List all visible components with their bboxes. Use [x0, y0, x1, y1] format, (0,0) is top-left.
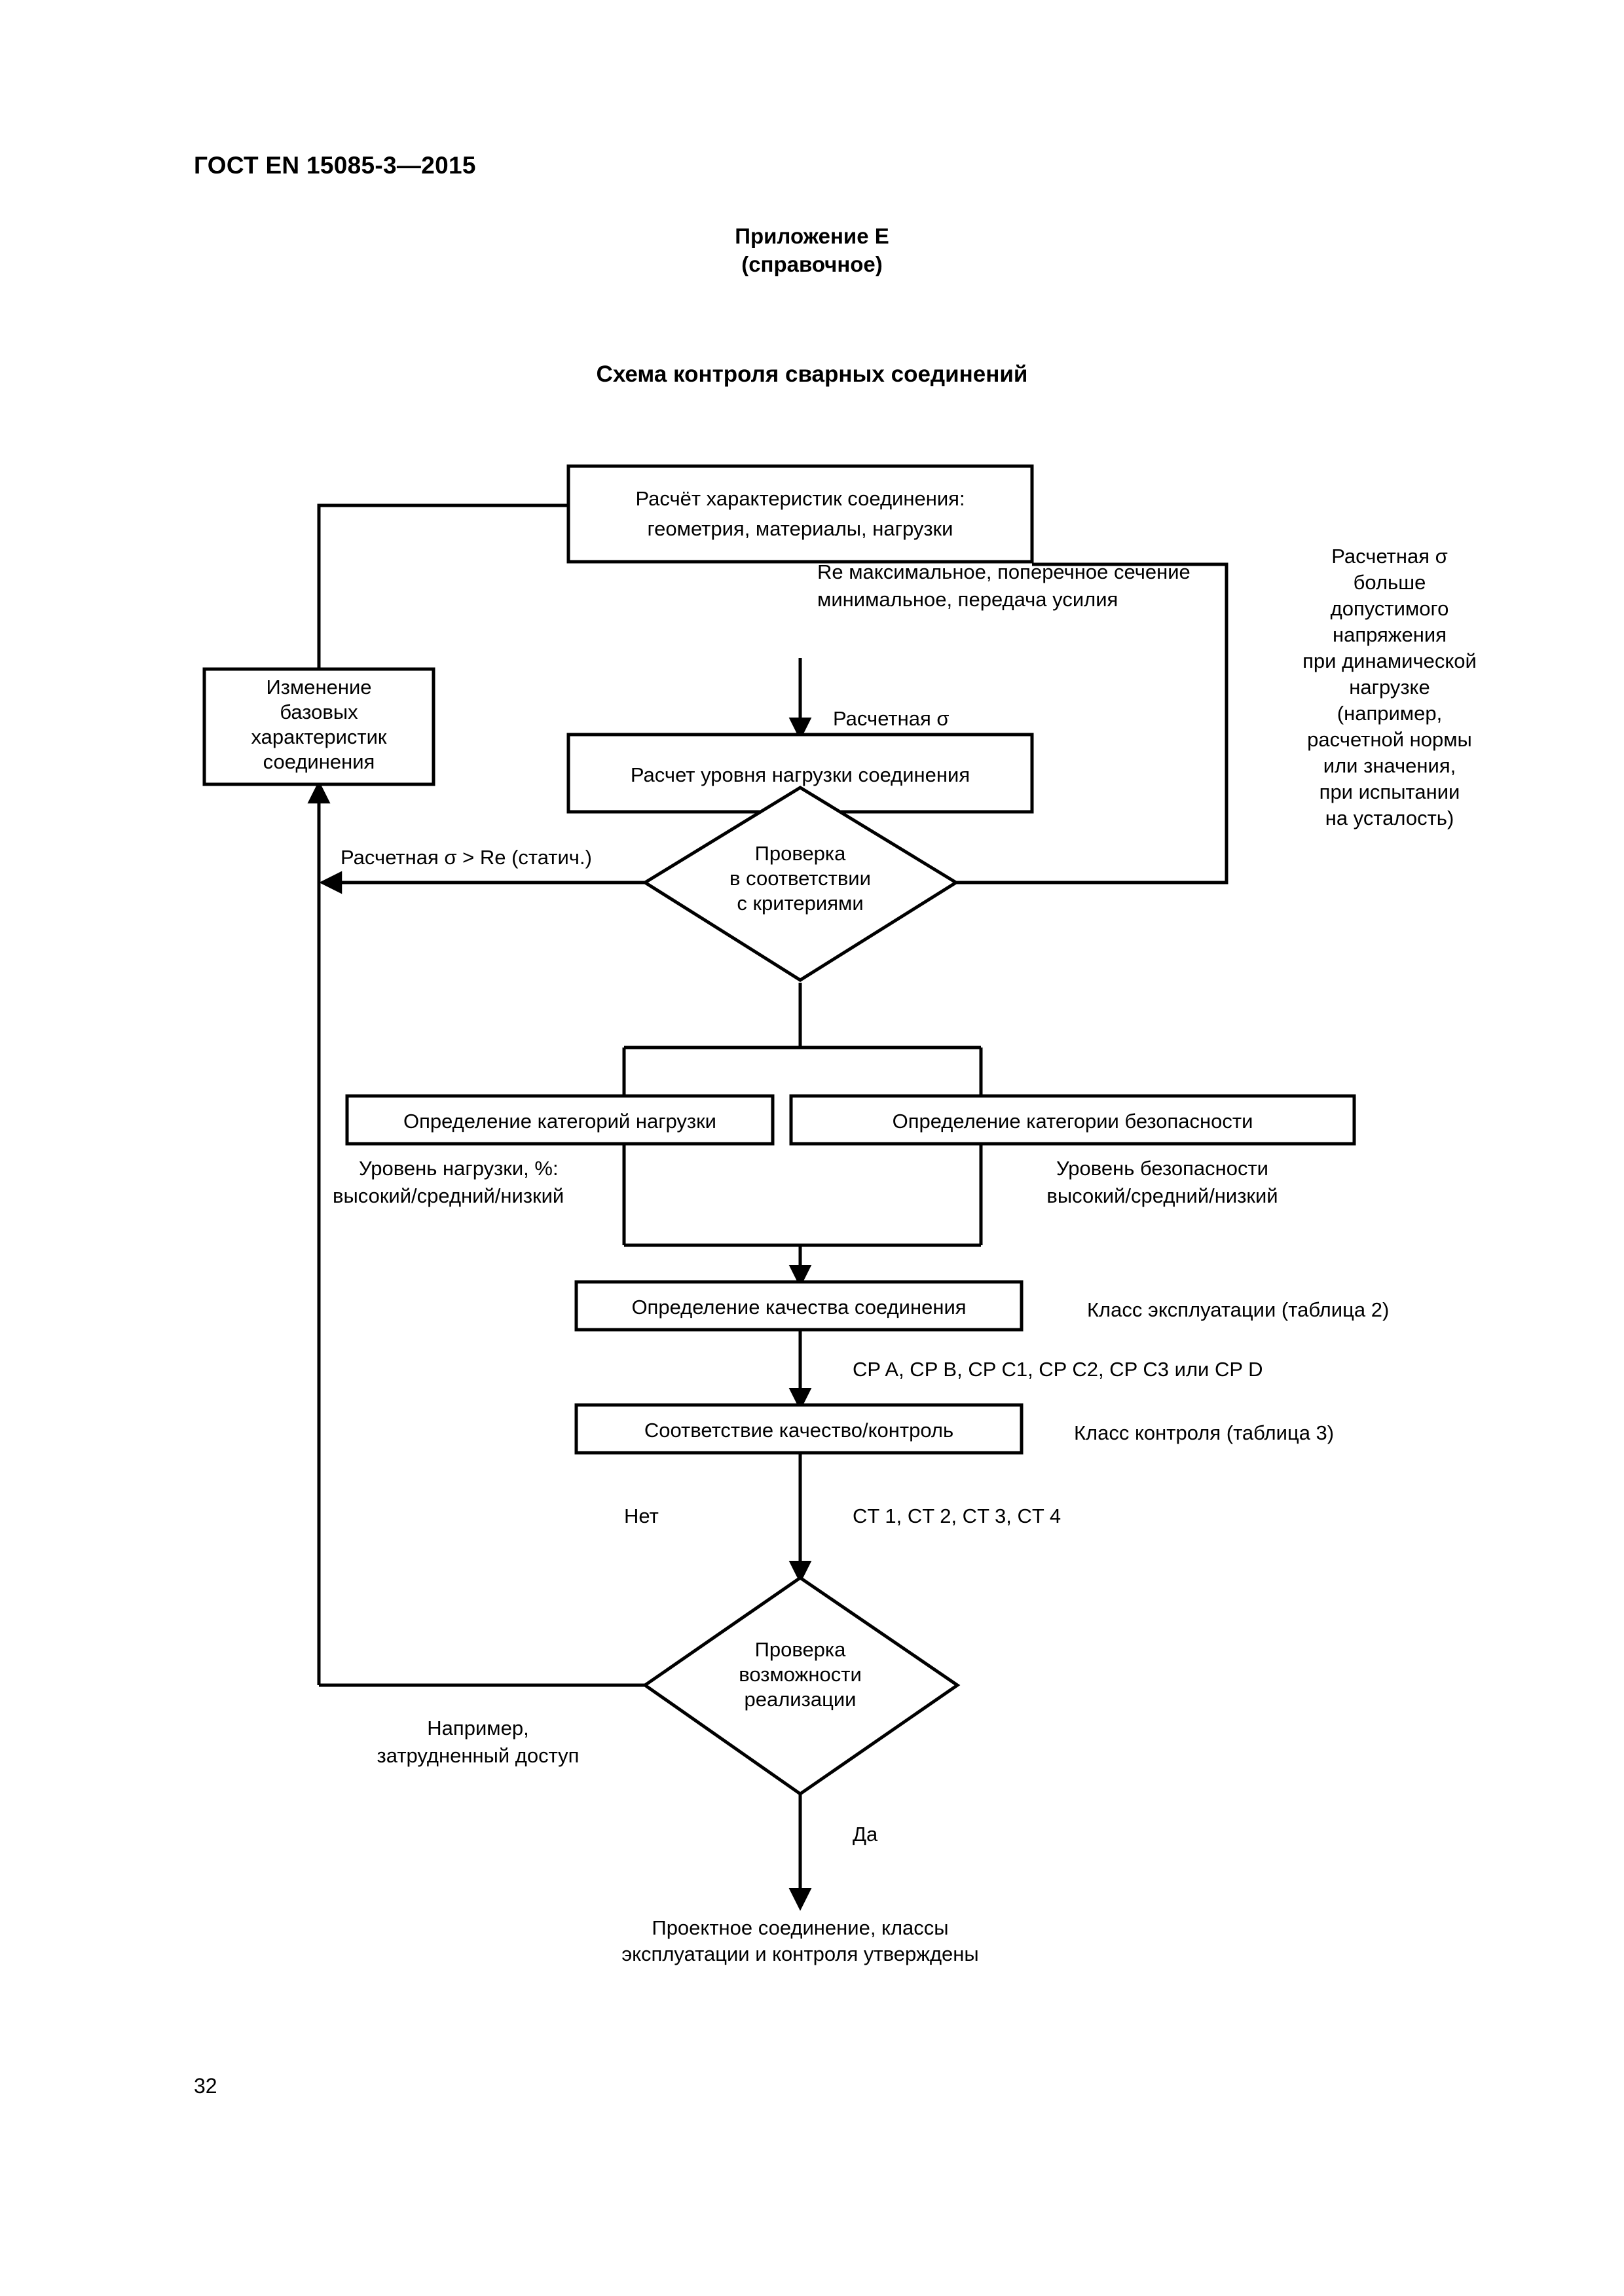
node-change-base-line1: Изменение [266, 676, 371, 699]
note-dynamic-line5: при динамической [1302, 649, 1477, 672]
node-result-line1: Проектное соединение, классы [652, 1916, 948, 1939]
document-header: ГОСТ EN 15085-3—2015 [194, 152, 476, 179]
note-dynamic-line11: на усталость) [1325, 807, 1454, 829]
node-check-criteria-line3: с критериями [737, 892, 863, 915]
scheme-title: Схема контроля сварных соединений [596, 361, 1028, 387]
label-safety-level-line1: Уровень безопасности [1056, 1157, 1268, 1180]
note-dynamic-line1: Расчетная σ [1331, 545, 1448, 568]
label-re-transfer-line2: минимальное, передача усилия [817, 588, 1118, 611]
label-safety-level-line2: высокий/средний/низкий [1046, 1184, 1278, 1207]
note-dynamic-line4: напряжения [1333, 623, 1447, 646]
node-quality-inspection[interactable] [574, 1403, 1024, 1455]
node-feasibility-line2: возможности [739, 1663, 862, 1686]
label-cp-classes: CP A, CP B, CP C1, CP C2, CP C3 или CP D [853, 1358, 1263, 1381]
edge-dynamic-feedback [956, 562, 1228, 884]
node-check-criteria-line1: Проверка [755, 842, 847, 865]
label-example-line2: затрудненный доступ [377, 1744, 580, 1767]
node-weld-quality-line1: Определение качества соединения [631, 1296, 966, 1319]
node-calc-props-line2: геометрия, материалы, нагрузки [648, 517, 953, 540]
annex-label: Приложение Е [735, 224, 889, 248]
node-safety-category[interactable] [789, 1094, 1356, 1146]
label-load-level-line2: высокий/средний/низкий [333, 1184, 564, 1207]
node-feasibility[interactable] [642, 1575, 961, 1796]
edge-change-to-calc [317, 503, 568, 669]
node-check-criteria[interactable] [642, 786, 959, 982]
note-dynamic-line9: или значения, [1323, 754, 1456, 777]
node-safety-category-line1: Определение категории безопасности [893, 1110, 1253, 1133]
note-dynamic-line2: больше [1354, 571, 1426, 594]
node-result-line2: эксплуатации и контроля утверждены [621, 1942, 978, 1965]
node-check-criteria-line2: в соответствии [729, 867, 871, 890]
annex-kind: (справочное) [741, 251, 883, 276]
node-change-base-line2: базовых [280, 701, 358, 723]
node-change-base-line4: соединения [263, 750, 375, 773]
note-dynamic-line7: (например, [1337, 702, 1442, 725]
node-load-category-line1: Определение категорий нагрузки [403, 1110, 716, 1133]
note-dynamic-line3: допустимого [1331, 597, 1449, 620]
label-example-line1: Например, [427, 1717, 528, 1740]
note-dynamic-line6: нагрузке [1349, 676, 1430, 699]
node-calc-props[interactable] [566, 464, 1034, 564]
label-inspection-class: Класс контроля (таблица 3) [1074, 1421, 1334, 1444]
label-sigma-gt-re: Расчетная σ > Re (статич.) [341, 846, 592, 869]
label-re-transfer-line1: Re максимальное, поперечное сечение [817, 560, 1190, 583]
label-no: Нет [624, 1504, 659, 1527]
page-number: 32 [194, 2074, 217, 2098]
node-feasibility-line1: Проверка [755, 1638, 847, 1661]
label-ct-classes: CT 1, CT 2, CT 3, CT 4 [853, 1504, 1061, 1527]
node-calc-props-line1: Расчёт характеристик соединения: [635, 487, 965, 510]
node-calc-load-level-line1: Расчет уровня нагрузки соединения [631, 763, 970, 786]
node-quality-inspection-line1: Соответствие качество/контроль [644, 1419, 953, 1442]
label-yes: Да [853, 1823, 878, 1846]
label-calc-sigma: Расчетная σ [833, 707, 950, 730]
note-dynamic-line10: при испытании [1320, 780, 1460, 803]
label-load-level-line1: Уровень нагрузки, %: [359, 1157, 559, 1180]
node-weld-quality[interactable] [574, 1280, 1024, 1332]
node-change-base-line3: характеристик [251, 725, 386, 748]
node-load-category[interactable] [345, 1094, 775, 1146]
annex-heading: Приложение Е (справочное) [0, 223, 1624, 279]
node-change-base[interactable] [202, 667, 435, 786]
label-service-class: Класс эксплуатации (таблица 2) [1087, 1298, 1389, 1321]
node-feasibility-line3: реализации [745, 1688, 857, 1711]
note-dynamic-line8: расчетной нормы [1307, 728, 1472, 751]
